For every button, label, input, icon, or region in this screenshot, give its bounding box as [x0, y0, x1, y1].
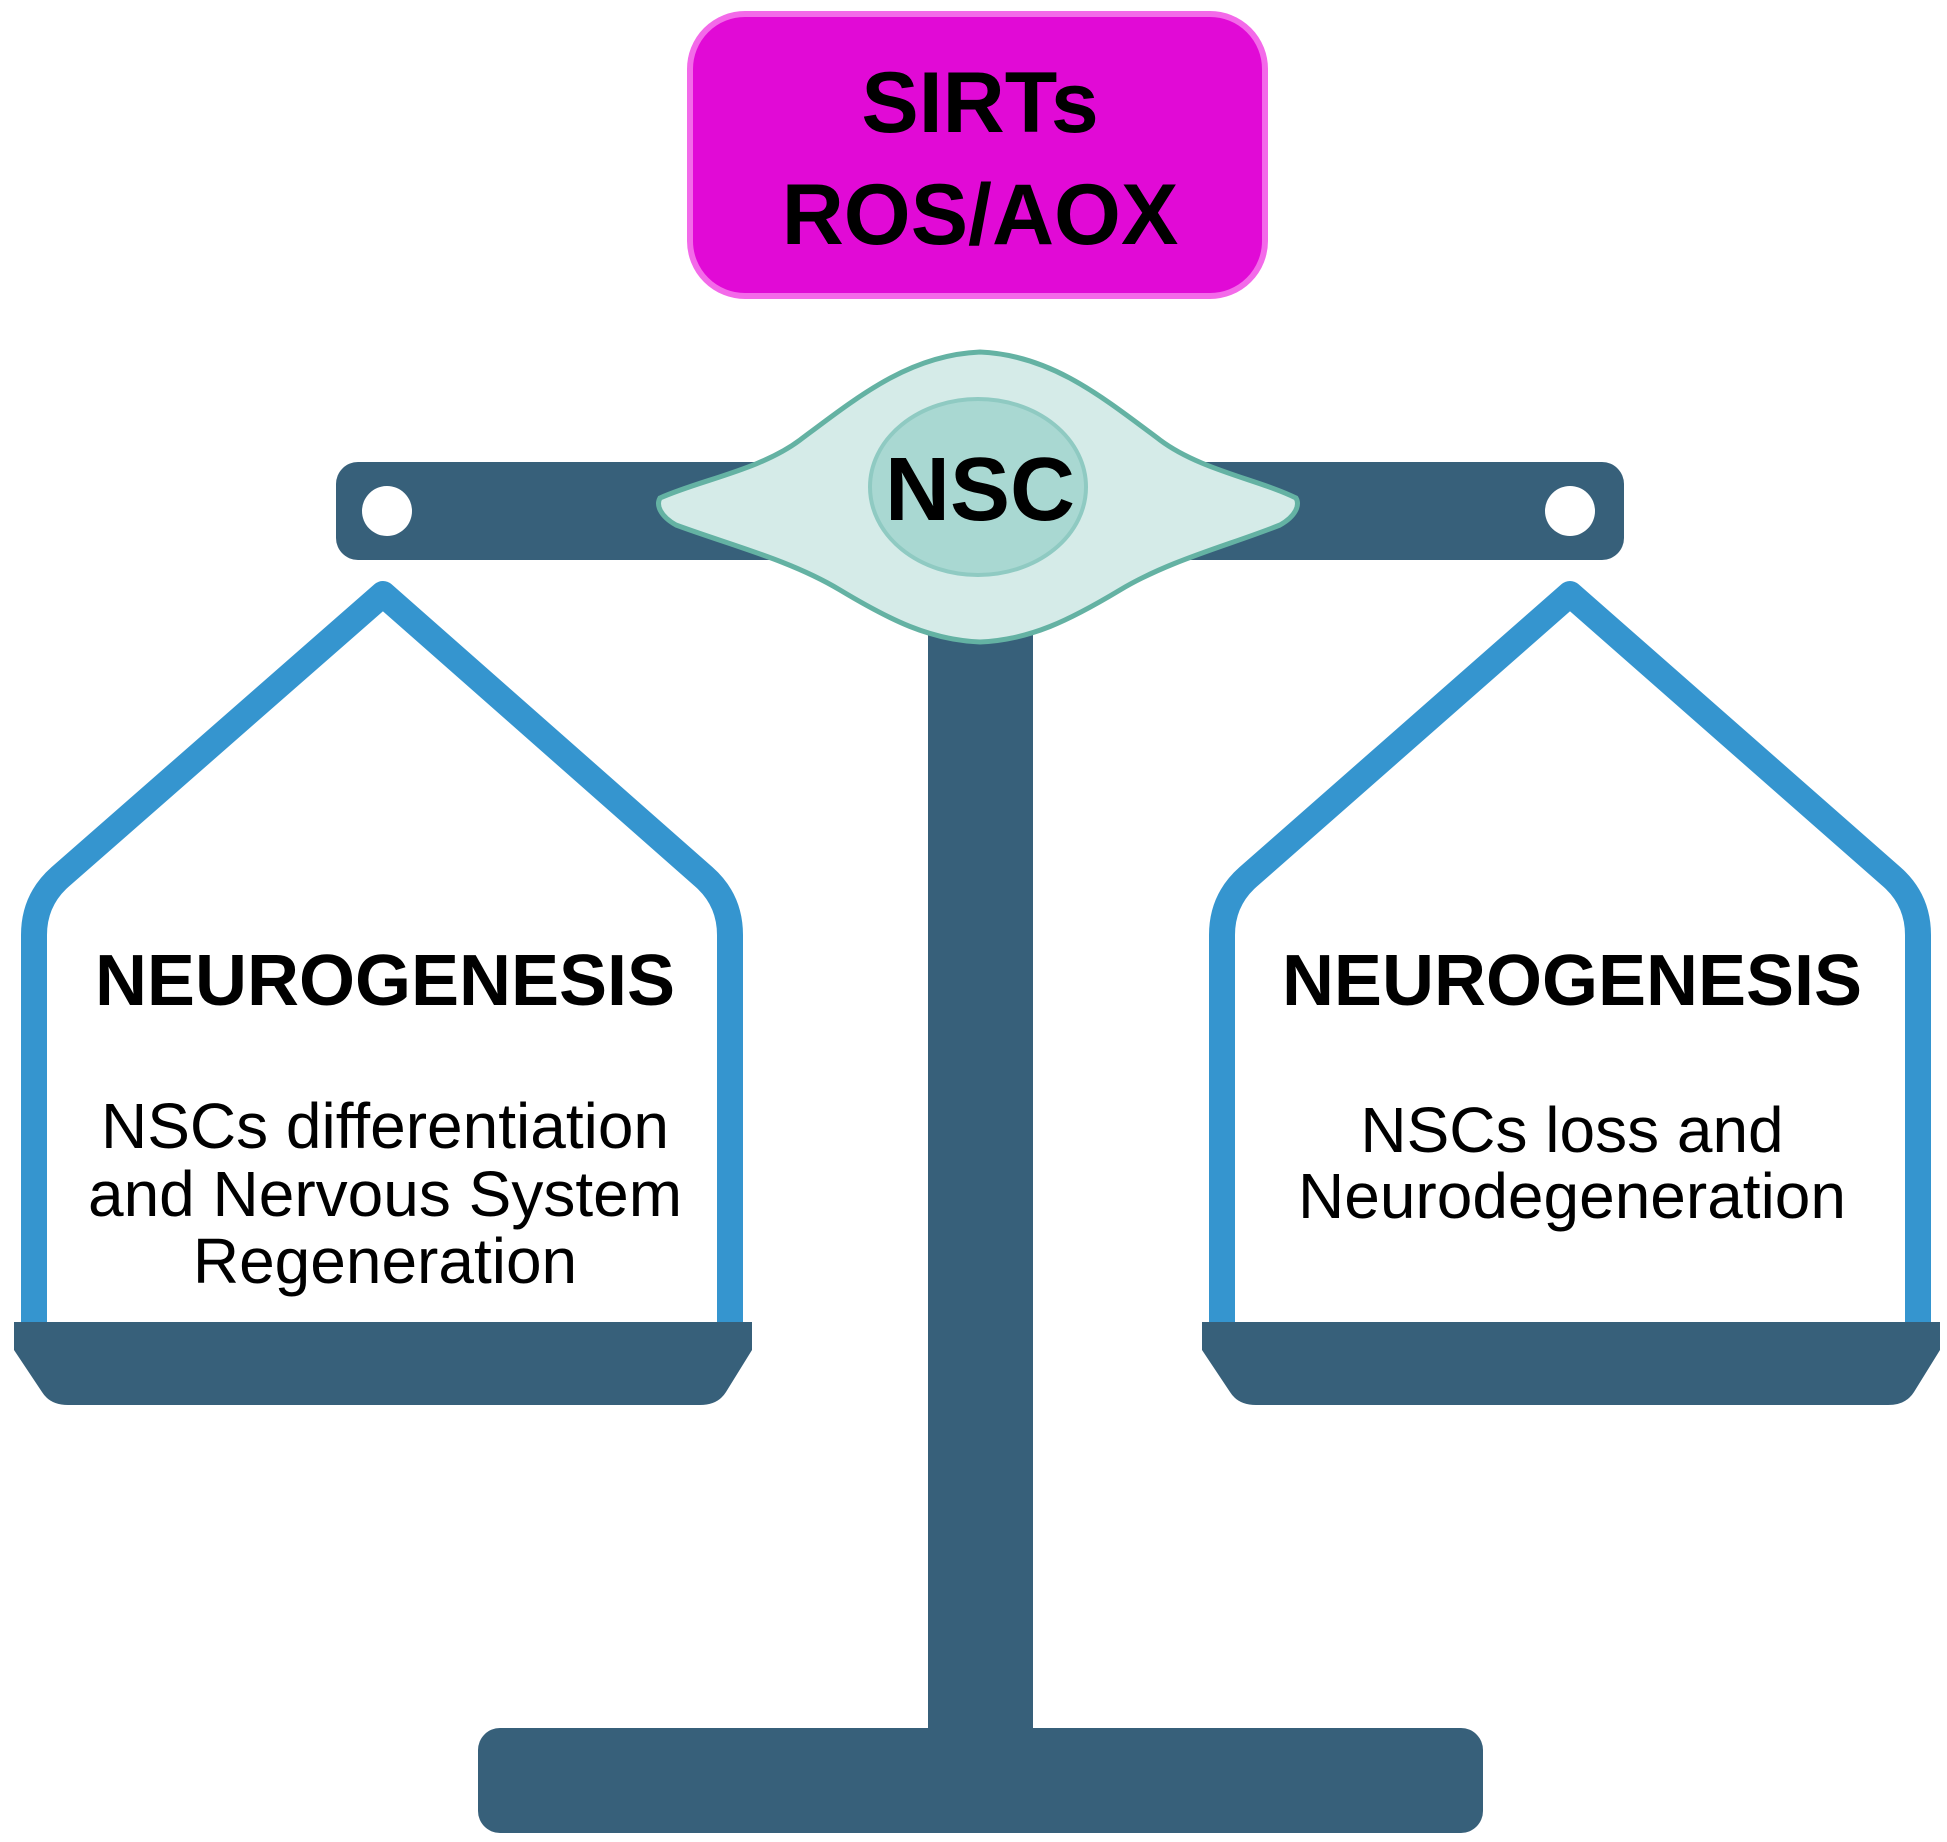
regulators-box: SIRTs ROS/AOX	[687, 11, 1268, 299]
regulators-box-background	[687, 11, 1268, 299]
right-pan-line-1: NSCs loss and	[1360, 1094, 1783, 1166]
nsc-label: NSC	[885, 440, 1075, 540]
left-pan-frame	[21, 581, 743, 1325]
nsc-cell-nucleus	[868, 397, 1088, 577]
left-pan-tray	[14, 1322, 752, 1405]
beam-hole-left	[362, 486, 412, 536]
scale-pillar	[928, 560, 1033, 1750]
right-pan-tray	[1202, 1322, 1940, 1405]
regulator-ros-aox: ROS/AOX	[782, 167, 1179, 263]
right-pan-heading: NEUROGENESIS	[1282, 941, 1862, 1021]
right-pan-frame	[1209, 581, 1931, 1325]
nsc-cell: NSC	[656, 349, 1300, 645]
left-pan-heading: NEUROGENESIS	[95, 941, 675, 1021]
right-pan-line-2: Neurodegeneration	[1298, 1160, 1846, 1232]
left-pan-line-2: and Nervous System	[88, 1158, 682, 1230]
left-pan-line-3: Regeneration	[193, 1225, 577, 1297]
left-pan-line-1: NSCs differentiation	[101, 1090, 669, 1162]
left-pan: NEUROGENESIS NSCs differentiation and Ne…	[14, 581, 752, 1405]
scale-base	[478, 1728, 1483, 1833]
regulator-sirts: SIRTs	[861, 55, 1098, 151]
right-pan: NEUROGENESIS NSCs loss and Neurodegenera…	[1202, 581, 1940, 1405]
beam-hole-right	[1545, 486, 1595, 536]
